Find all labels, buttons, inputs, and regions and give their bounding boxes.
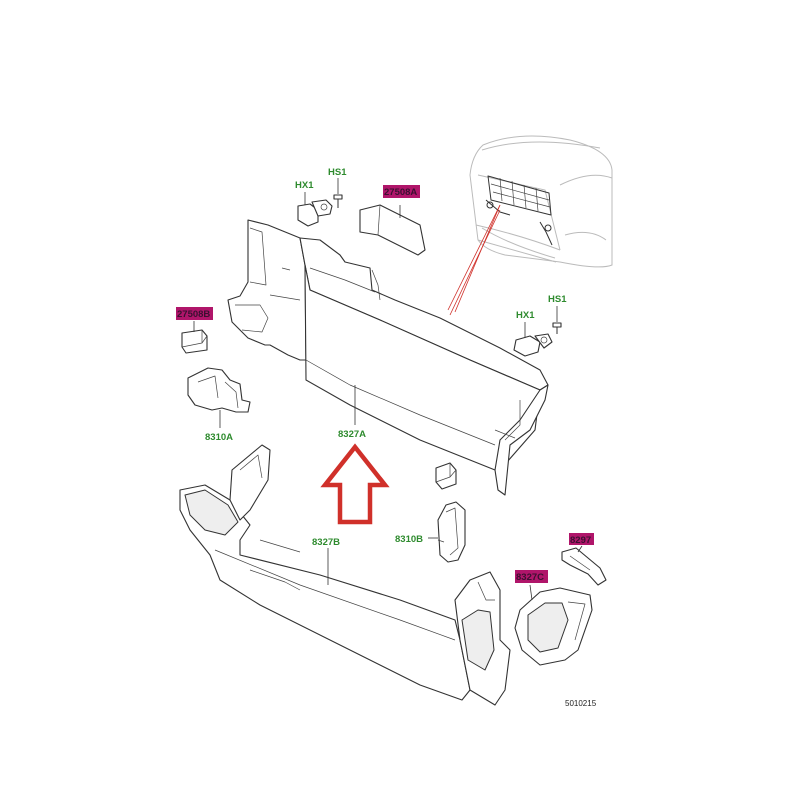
reference-number: 5010215 — [565, 699, 597, 708]
vehicle-front-inset — [447, 135, 613, 316]
label-8310b: 8310B — [395, 534, 423, 545]
svg-text:8297: 8297 — [570, 535, 591, 546]
label-8327c: 8327C — [515, 570, 548, 583]
svg-text:HX1: HX1 — [516, 310, 535, 321]
label-27508b: 27508B — [176, 307, 213, 320]
label-hx1-left: HX1 — [295, 180, 314, 191]
screw-hs1-right — [552, 306, 562, 334]
foam-block-27508a — [359, 204, 426, 256]
foam-block-27508b — [181, 321, 208, 354]
svg-text:HS1: HS1 — [548, 294, 567, 305]
foam-cube — [435, 462, 457, 490]
label-27508a: 27508A — [383, 185, 420, 198]
svg-text:8327C: 8327C — [516, 572, 544, 583]
upper-air-deflector-8327a — [227, 219, 549, 496]
svg-text:HX1: HX1 — [295, 180, 314, 191]
svg-text:5010215: 5010215 — [565, 699, 597, 708]
svg-text:HS1: HS1 — [328, 167, 347, 178]
bracket-hx1-right — [513, 322, 553, 357]
svg-text:8310A: 8310A — [205, 432, 233, 443]
air-duct-8310a — [187, 367, 251, 428]
label-hs1-left: HS1 — [328, 167, 347, 178]
label-8297: 8297 — [569, 533, 594, 546]
label-hx1-right: HX1 — [516, 310, 535, 321]
lower-undershield-8327b — [179, 444, 511, 706]
label-8327a: 8327A — [338, 429, 366, 440]
side-deflector-8327c — [514, 584, 593, 666]
svg-text:27508A: 27508A — [384, 187, 417, 198]
svg-text:8310B: 8310B — [395, 534, 423, 545]
svg-text:8327B: 8327B — [312, 537, 340, 548]
label-hs1-right: HS1 — [548, 294, 567, 305]
bracket-8297 — [561, 545, 607, 586]
air-duct-8310b — [428, 501, 466, 563]
label-8327b: 8327B — [312, 537, 340, 548]
bracket-hx1-left — [297, 192, 333, 227]
screw-hs1-left — [333, 178, 343, 208]
svg-text:8327A: 8327A — [338, 429, 366, 440]
svg-text:27508B: 27508B — [177, 309, 210, 320]
up-arrow-icon — [320, 443, 390, 525]
label-8310a: 8310A — [205, 432, 233, 443]
